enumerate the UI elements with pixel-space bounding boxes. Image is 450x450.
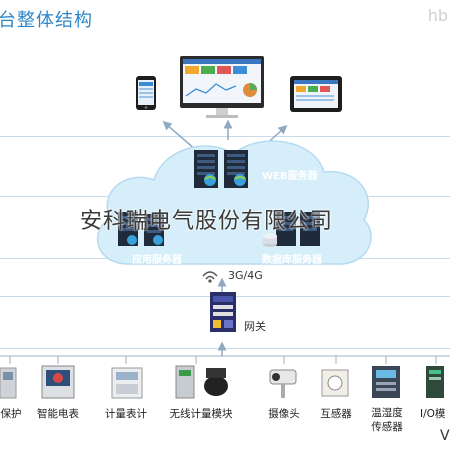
corner-mark: hb	[427, 6, 448, 25]
device-label-smart-meter: 智能电表	[37, 408, 79, 420]
device-label-protection: 保护	[0, 408, 22, 420]
device-label-metering-meter: 计量表计	[105, 408, 147, 420]
database-server-label: 数据库服务器	[262, 255, 322, 266]
current-transformer-icon	[321, 369, 349, 397]
gateway-icon	[210, 292, 236, 332]
desktop-monitor-icon	[180, 56, 264, 118]
web-server-label: WEB服务器	[262, 171, 318, 182]
tier-divider	[0, 136, 450, 137]
gateway-label: 网关	[244, 320, 266, 333]
wireless-module-icon	[175, 365, 228, 399]
edge-mark: V	[440, 428, 450, 444]
wireless-signal-icon	[202, 271, 218, 283]
smart-meter-icon	[41, 365, 75, 399]
camera-icon	[269, 369, 297, 398]
io-module-icon	[426, 366, 444, 398]
network-label: 3G/4G	[228, 269, 263, 282]
web-server-icon	[194, 150, 248, 188]
database-server-icon	[263, 212, 320, 247]
device-label-transformer: 互感器	[320, 408, 352, 420]
device-label-io-module: I/O模	[420, 408, 446, 420]
device-label-wireless-module: 无线计量模块	[169, 408, 233, 420]
client-devices	[136, 56, 342, 118]
temperature-humidity-sensor-icon	[372, 366, 400, 398]
smartphone-icon	[136, 76, 156, 110]
device-label-camera: 摄像头	[268, 408, 300, 420]
field-devices	[0, 365, 444, 399]
app-server-icon	[118, 212, 164, 246]
app-server-label: 应用服务器	[132, 255, 182, 266]
device-label-th-sensor: 温湿度 传感器	[371, 407, 403, 433]
tablet-icon	[290, 76, 342, 112]
metering-meter-icon	[111, 367, 143, 399]
company-watermark: 安科瑞电气股份有限公司	[80, 209, 334, 234]
page-title: 台整体结构	[0, 10, 93, 31]
protection-relay-icon	[0, 367, 17, 399]
